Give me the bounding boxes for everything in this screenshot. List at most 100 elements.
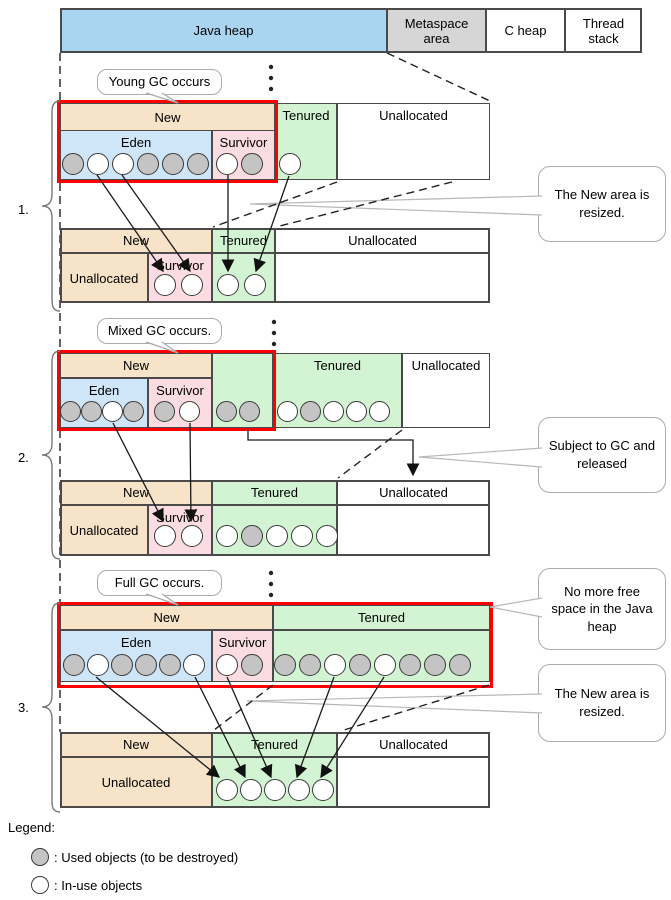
s2r2-tenured-header: Tenured xyxy=(212,480,337,505)
s3r2-tenured-header: Tenured xyxy=(212,732,337,757)
legend-inuse-label: : In-use objects xyxy=(54,878,143,893)
in-use-object xyxy=(277,401,298,422)
tenured-label: Tenured xyxy=(220,233,267,248)
used-object xyxy=(159,654,181,676)
s2r2-empty-cell xyxy=(337,505,490,556)
in-use-object xyxy=(102,401,123,422)
used-object xyxy=(123,401,144,422)
s3-resize-dashes xyxy=(213,684,490,731)
used-object xyxy=(349,654,371,676)
s2r2-unallocated-header: Unallocated xyxy=(337,480,490,505)
s2r1-gc-objects xyxy=(216,401,260,422)
new-label: New xyxy=(154,109,181,125)
in-use-object xyxy=(216,525,238,547)
used-object xyxy=(241,654,263,676)
s3r2-new-header: New xyxy=(60,732,212,757)
unallocated-label: Unallocated xyxy=(101,775,171,790)
s1r2-empty-cell xyxy=(275,253,490,303)
in-use-object xyxy=(87,153,109,175)
tenured-label: Tenured xyxy=(358,610,405,625)
in-use-object xyxy=(244,274,266,296)
in-use-object xyxy=(369,401,390,422)
section-1-number: 1. xyxy=(18,202,29,217)
new-label: New xyxy=(153,610,180,625)
s2r2-tenured-objects xyxy=(216,525,338,547)
used-object xyxy=(137,153,159,175)
unallocated-label: Unallocated xyxy=(69,523,139,538)
s1r2-survivor-objects xyxy=(154,274,203,296)
s1r1-new-header: New xyxy=(60,103,275,131)
used-object xyxy=(187,153,209,175)
section-2-number: 2. xyxy=(18,450,29,465)
used-object xyxy=(216,401,237,422)
metaspace-label: Metaspace area xyxy=(404,15,469,46)
unallocated-label: Unallocated xyxy=(411,358,481,373)
in-use-object xyxy=(112,153,134,175)
in-use-object xyxy=(183,654,205,676)
survivor-label: Survivor xyxy=(219,135,268,150)
tenured-label: Tenured xyxy=(251,485,298,500)
s2r1-unallocated-cell: Unallocated xyxy=(402,353,490,428)
s3r1-new-header: New xyxy=(60,605,273,630)
unallocated-label: Unallocated xyxy=(379,737,448,752)
s3r1-survivor-objects xyxy=(216,654,263,676)
used-object xyxy=(135,654,157,676)
in-use-object xyxy=(291,525,313,547)
used-object xyxy=(81,401,102,422)
thread-stack-segment: Thread stack xyxy=(565,8,642,53)
s1-resize-callout: The New area is resized. xyxy=(538,166,666,242)
s3r2-empty-cell xyxy=(337,757,490,808)
used-object xyxy=(241,153,263,175)
in-use-object xyxy=(374,654,396,676)
used-object xyxy=(299,654,321,676)
s3-resize-callout: The New area is resized. xyxy=(538,664,666,742)
tenured-label: Tenured xyxy=(282,108,330,123)
metaspace-segment: Metaspace area xyxy=(387,8,486,53)
eden-label: Eden xyxy=(88,383,120,398)
in-use-object xyxy=(240,779,262,801)
s1r1-eden-cell: Eden xyxy=(60,130,212,180)
young-gc-callout: Young GC occurs xyxy=(97,69,222,95)
s1-resize-text: The New area is resized. xyxy=(554,187,650,220)
used-object xyxy=(60,401,81,422)
s2-resize-dashes xyxy=(337,429,403,479)
used-object xyxy=(424,654,446,676)
new-label: New xyxy=(122,485,149,500)
legend-used-label: : Used objects (to be destroyed) xyxy=(54,850,239,865)
section-3-number: 3. xyxy=(18,700,29,715)
in-use-object xyxy=(154,525,176,547)
in-use-object xyxy=(179,401,200,422)
s1r2-new-header: New xyxy=(60,228,212,253)
used-object xyxy=(111,654,133,676)
s2r1-new-header: New xyxy=(60,353,212,378)
new-label: New xyxy=(122,358,149,373)
in-use-object xyxy=(87,654,109,676)
s3r2-unallocated-cell: Unallocated xyxy=(60,757,212,808)
used-object xyxy=(154,401,175,422)
s2r2-unallocated-cell: Unallocated xyxy=(60,505,148,556)
s2r1-eden-objects xyxy=(60,401,144,422)
s2r1-tenured-objects xyxy=(277,401,390,422)
unallocated-label: Unallocated xyxy=(348,233,417,248)
s2-gc-text: Subject to GC and released xyxy=(548,438,656,471)
s1r2-unallocated-header: Unallocated xyxy=(275,228,490,253)
thread-stack-label: Thread stack xyxy=(582,15,625,46)
unallocated-label: Unallocated xyxy=(379,108,448,123)
used-object xyxy=(274,654,296,676)
in-use-object xyxy=(217,274,239,296)
s2r2-new-header: New xyxy=(60,480,212,505)
s1r1-tenured-objects xyxy=(279,153,301,175)
eden-label: Eden xyxy=(120,135,152,150)
mixed-gc-callout: Mixed GC occurs. xyxy=(97,318,222,344)
used-object xyxy=(62,153,84,175)
s2r1-survivor-objects xyxy=(154,401,200,422)
in-use-object xyxy=(266,525,288,547)
used-object xyxy=(239,401,260,422)
full-gc-label: Full GC occurs. xyxy=(114,575,205,591)
used-object xyxy=(399,654,421,676)
unallocated-label: Unallocated xyxy=(379,485,448,500)
legend-title: Legend: xyxy=(8,820,55,835)
used-object xyxy=(162,153,184,175)
used-object xyxy=(63,654,85,676)
